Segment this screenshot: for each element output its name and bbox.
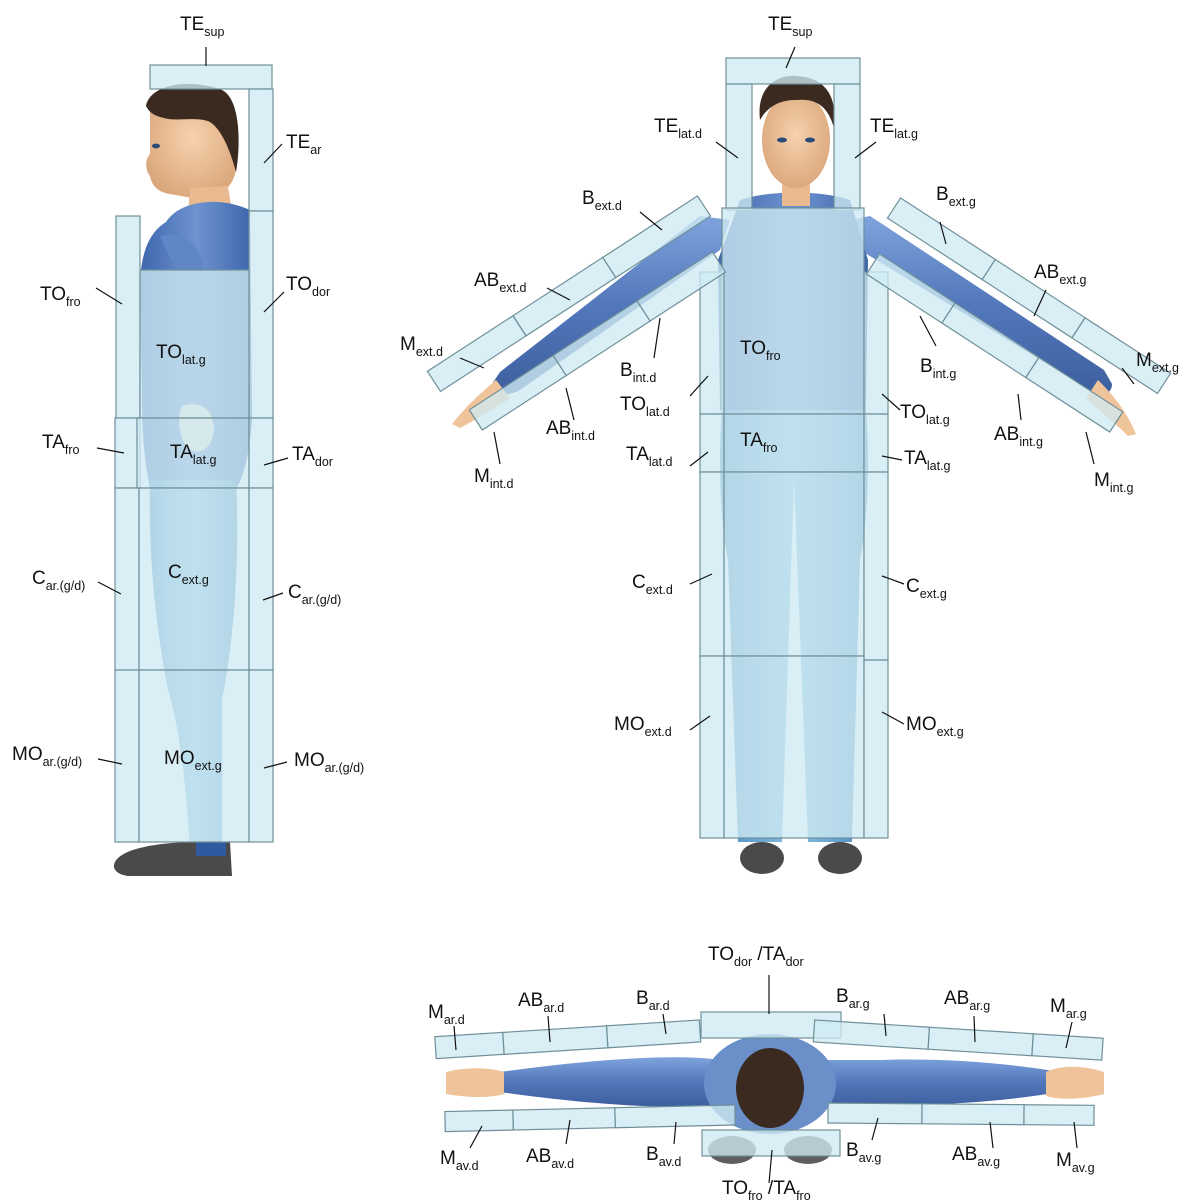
label-front-m-int-g: Mint.g <box>1094 470 1134 495</box>
label-side-ta-fro: TAfro <box>42 432 80 457</box>
panel-side-to-fro <box>116 216 140 418</box>
label-front-te-lat-g: TElat.g <box>870 116 918 141</box>
panel-side-te-ar <box>249 89 273 211</box>
panel-side-to-dor <box>249 211 273 418</box>
label-front-ta-lat-g: TAlat.g <box>904 448 951 473</box>
top-left-back <box>435 1020 701 1059</box>
label-side-c-ar-left: Car.(g/d) <box>32 568 85 593</box>
label-front-to-lat-d: TOlat.d <box>620 394 670 419</box>
label-top-ab-ar-d: ABar.d <box>518 990 564 1015</box>
panel-front-ta-lat-d <box>700 414 724 472</box>
label-front-ta-lat-d: TAlat.d <box>626 444 673 469</box>
label-side-mo-ar-left: MOar.(g/d) <box>12 744 82 769</box>
panel-front-mo-ext-d <box>700 656 724 838</box>
label-side-c-ar-right: Car.(g/d) <box>288 582 341 607</box>
label-top-to-fro-ta-fro: TOfro /TAfro <box>722 1178 811 1202</box>
label-front-ab-int-g: ABint.g <box>994 424 1043 449</box>
label-front-m-ext-d: Mext.d <box>400 334 443 359</box>
panel-front-to-lat-g <box>864 272 888 414</box>
label-front-ab-ext-d: ABext.d <box>474 270 527 295</box>
label-top-to-dor-ta-dor: TOdor /TAdor <box>708 944 804 969</box>
panel-top-m-av-d <box>445 1110 513 1132</box>
label-front-b-int-d: Bint.d <box>620 360 656 385</box>
panel-top-b-av-d <box>615 1105 735 1128</box>
label-front-c-ext-d: Cext.d <box>632 572 673 597</box>
label-top-b-ar-d: Bar.d <box>636 988 670 1013</box>
panel-side-ta-dor <box>249 418 273 488</box>
panel-top-b-av-g <box>828 1103 922 1124</box>
label-front-m-int-d: Mint.d <box>474 466 514 491</box>
panel-side-mo-ar-left <box>115 670 139 842</box>
top-right-back <box>813 1020 1103 1060</box>
label-front-b-ext-g: Bext.g <box>936 184 976 209</box>
panel-top-ab-ar-g <box>928 1027 1033 1055</box>
label-front-mo-ext-g: MOext.g <box>906 714 964 739</box>
label-front-b-int-g: Bint.g <box>920 356 956 381</box>
panel-side-c-ar-right <box>249 488 273 670</box>
panel-top-ab-av-d <box>513 1108 615 1130</box>
label-top-ab-av-d: ABav.d <box>526 1146 574 1171</box>
label-front-ab-ext-g: ABext.g <box>1034 262 1087 287</box>
label-front-te-lat-d: TElat.d <box>654 116 702 141</box>
panel-top-ab-av-g <box>922 1104 1024 1125</box>
front-view <box>427 47 1170 874</box>
panel-front-mo-ext-g <box>864 660 888 838</box>
panel-top-to-fro-ta-fro <box>702 1130 840 1156</box>
label-top-b-av-d: Bav.d <box>646 1144 681 1169</box>
panel-front-c-legs <box>724 472 864 656</box>
panel-front-te-lat-d <box>726 84 752 210</box>
panel-side-c-ar-left <box>115 488 139 670</box>
panel-front-te-sup <box>726 58 860 84</box>
label-front-c-ext-g: Cext.g <box>906 576 947 601</box>
label-front-to-lat-g: TOlat.g <box>900 402 950 427</box>
label-top-m-av-g: Mav.g <box>1056 1150 1095 1175</box>
label-side-te-ar: TEar <box>286 132 321 157</box>
label-side-ta-dor: TAdor <box>292 444 333 469</box>
label-side-mo-ar-right: MOar.(g/d) <box>294 750 364 775</box>
label-side-to-dor: TOdor <box>286 274 330 299</box>
label-front-b-ext-d: Bext.d <box>582 188 622 213</box>
top-right-front <box>828 1103 1094 1125</box>
panel-side-te-sup <box>150 65 272 89</box>
top-left-front <box>445 1105 735 1132</box>
panel-front-to-lat-d <box>700 272 724 414</box>
panel-top-m-ar-d <box>435 1032 504 1058</box>
label-side-to-fro: TOfro <box>40 284 81 309</box>
panel-side-ta-fro <box>115 418 140 488</box>
panel-front-to-fro <box>722 208 864 414</box>
label-top-m-ar-d: Mar.d <box>428 1002 465 1027</box>
panel-top-m-ar-g <box>1032 1034 1103 1060</box>
panel-side-mo-ar-right <box>249 670 273 842</box>
label-top-m-ar-g: Mar.g <box>1050 996 1087 1021</box>
label-top-b-av-g: Bav.g <box>846 1140 881 1165</box>
panel-front-mo-legs <box>724 656 864 838</box>
label-front-te-sup: TEsup <box>768 14 812 39</box>
panel-top-ab-ar-d <box>503 1026 608 1054</box>
panel-front-te-lat-g <box>834 84 860 210</box>
panel-front-c-ext-d <box>700 472 724 656</box>
label-front-ab-int-d: ABint.d <box>546 418 595 443</box>
label-side-te-sup: TEsup <box>180 14 224 39</box>
panel-top-m-av-g <box>1024 1105 1094 1126</box>
panel-top-b-ar-g <box>813 1020 929 1049</box>
panel-front-ta-lat-g <box>864 414 888 472</box>
label-top-b-ar-g: Bar.g <box>836 986 870 1011</box>
label-front-mo-ext-d: MOext.d <box>614 714 672 739</box>
label-top-ab-ar-g: ABar.g <box>944 988 990 1013</box>
label-top-m-av-d: Mav.d <box>440 1148 479 1173</box>
panel-front-c-ext-g <box>864 472 888 660</box>
panel-top-b-ar-d <box>606 1020 700 1048</box>
